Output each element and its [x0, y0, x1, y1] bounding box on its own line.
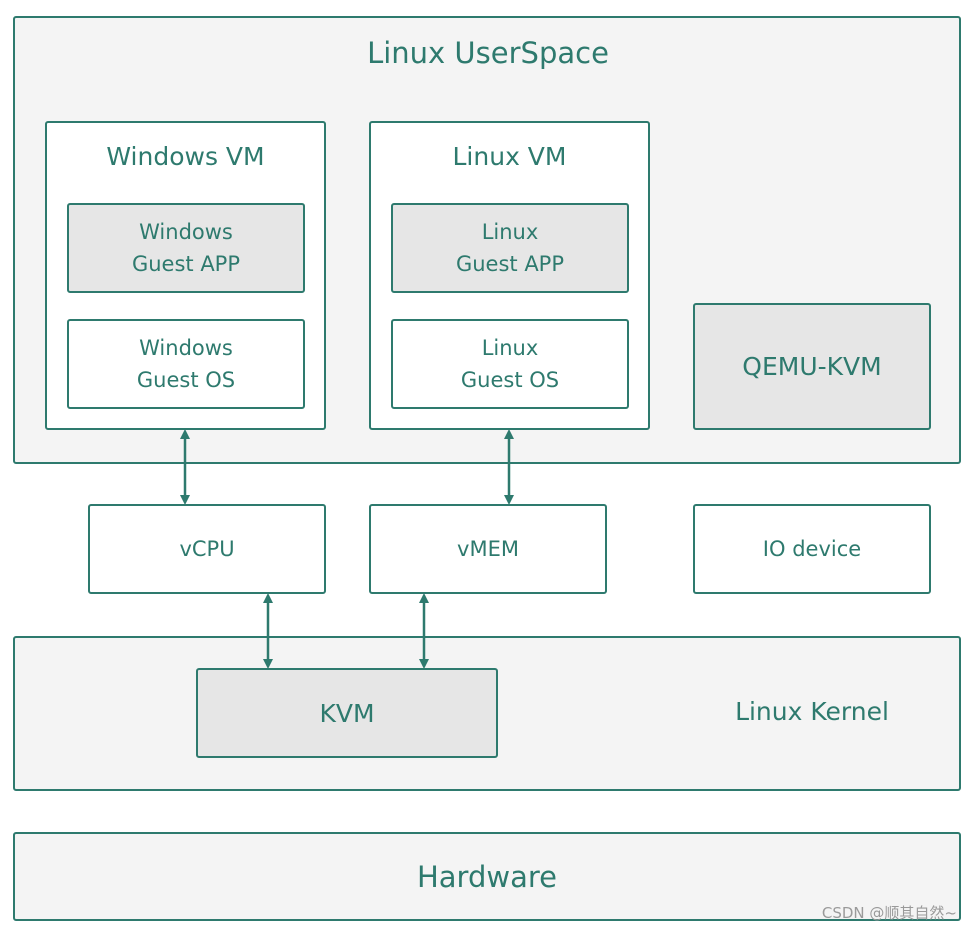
vmem-box: vMEM	[369, 504, 607, 594]
csdn-watermark: CSDN @顺其自然~	[821, 904, 957, 922]
linux-guest-app-line1: Linux	[481, 220, 539, 244]
linux-guest-os-line1: Linux	[481, 336, 539, 360]
qemu-kvm-box: QEMU-KVM	[693, 303, 931, 430]
linux-vm-title: Linux VM	[452, 142, 567, 171]
windows-vm-title: Windows VM	[106, 142, 265, 171]
kvm-box: KVM	[196, 668, 498, 758]
vcpu-box: vCPU	[88, 504, 326, 594]
userspace-title: Linux UserSpace	[367, 36, 609, 70]
hardware-box: Hardware	[13, 832, 961, 921]
windows-guest-os-line1: Windows	[139, 336, 233, 360]
windows-guest-os-line2: Guest OS	[136, 368, 236, 392]
linux-guest-os-line2: Guest OS	[460, 368, 560, 392]
linux-guest-app-line2: Guest APP	[455, 252, 565, 276]
windows-guest-app-box: Windows Guest APP	[67, 203, 305, 293]
io-device-box: IO device	[693, 504, 931, 594]
linux-guest-app-box: Linux Guest APP	[391, 203, 629, 293]
windows-guest-os-box: Windows Guest OS	[67, 319, 305, 409]
windows-guest-app-line2: Guest APP	[131, 252, 241, 276]
windows-guest-app-line1: Windows	[139, 220, 233, 244]
linux-guest-os-box: Linux Guest OS	[391, 319, 629, 409]
linux-kernel-title: Linux Kernel	[735, 697, 889, 726]
